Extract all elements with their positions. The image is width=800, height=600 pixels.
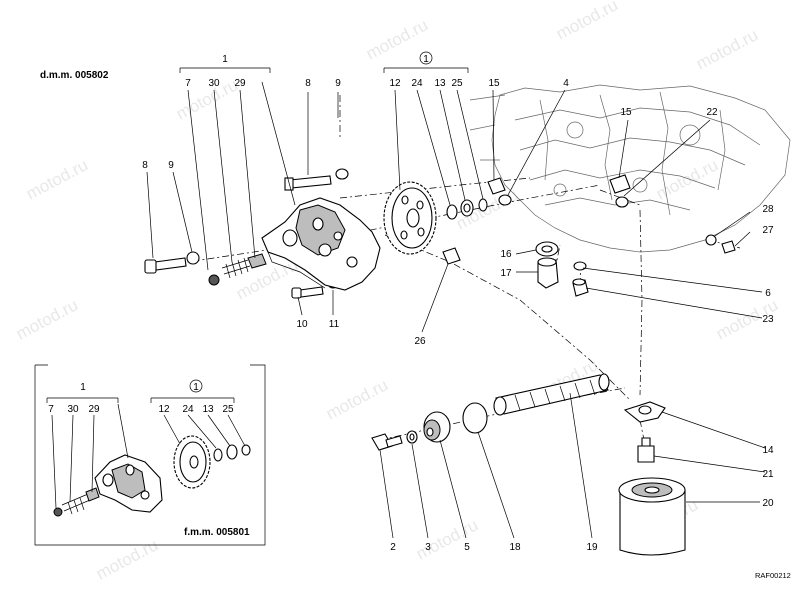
label-group-1-pump: 1 — [222, 54, 228, 65]
washer-28 — [705, 234, 717, 246]
label-inset-29: 29 — [88, 404, 100, 415]
label-7: 7 — [185, 78, 191, 89]
label-10: 10 — [296, 319, 308, 330]
label-22: 22 — [706, 107, 718, 118]
label-11: 11 — [329, 319, 340, 330]
inset-gear-12 — [173, 435, 211, 489]
label-17: 17 — [500, 268, 512, 279]
label-20: 20 — [762, 498, 774, 509]
watermark-text: motod.ru — [93, 535, 161, 583]
bolt-2 — [371, 433, 403, 451]
label-25: 25 — [451, 78, 463, 89]
plug-27 — [721, 240, 736, 254]
label-inset-7: 7 — [48, 404, 54, 415]
inset-frame — [34, 364, 266, 546]
watermark-text: motod.ru — [13, 295, 81, 343]
label-2: 2 — [390, 542, 396, 553]
label-4: 4 — [563, 78, 569, 89]
label-15-top: 15 — [488, 78, 500, 89]
gear-12 — [383, 181, 437, 255]
drawing-reference-code: RAF00212 — [755, 571, 791, 580]
inset-relief-valve — [53, 487, 100, 517]
engine-crankcase-sketch — [469, 84, 791, 253]
label-inset-group-1-gear: 1 — [193, 382, 199, 393]
label-inset-24: 24 — [182, 404, 194, 415]
nipple-21 — [637, 437, 655, 463]
watermark-text: motod.ru — [693, 25, 761, 73]
label-5: 5 — [464, 542, 470, 553]
watermark-text: motod.ru — [323, 375, 391, 423]
oil-filter-20 — [618, 477, 686, 556]
filter-adapter-14 — [623, 401, 666, 423]
oil-jet-23 — [572, 278, 589, 297]
label-inset-30: 30 — [67, 404, 79, 415]
callout-labels: 1 1 7 30 29 8 9 12 24 13 25 15 4 15 22 8… — [48, 51, 774, 553]
filter-cover-5 — [423, 411, 451, 443]
label-23: 23 — [762, 314, 774, 325]
label-26: 26 — [414, 336, 426, 347]
label-30: 30 — [208, 78, 220, 89]
label-21: 21 — [762, 469, 774, 480]
inset-washers — [213, 444, 251, 462]
label-inset-13: 13 — [202, 404, 214, 415]
bolt-8-upper — [284, 168, 349, 191]
label-inset-25: 25 — [222, 404, 234, 415]
label-16: 16 — [500, 249, 512, 260]
bushing-15-with-oring-22 — [609, 174, 631, 208]
washer-6 — [573, 261, 587, 271]
label-8-top: 8 — [305, 78, 311, 89]
label-group-1-gear: 1 — [423, 54, 429, 65]
main-assembly-code: d.m.m. 005802 — [40, 70, 109, 81]
dowel-26 — [442, 247, 461, 265]
label-9-top: 9 — [335, 78, 341, 89]
label-inset-12: 12 — [158, 404, 170, 415]
label-28: 28 — [762, 204, 774, 215]
label-8-left: 8 — [142, 160, 148, 171]
label-9-left: 9 — [168, 160, 174, 171]
oil-pump-body — [261, 197, 381, 291]
watermark-text: motod.ru — [553, 0, 621, 44]
inset-assembly-code: f.m.m. 005801 — [184, 527, 250, 538]
label-27: 27 — [762, 225, 774, 236]
bolt-8-left — [144, 251, 200, 274]
label-15-right: 15 — [620, 107, 632, 118]
filter-mesh-19 — [493, 373, 610, 416]
oring-18 — [462, 402, 488, 434]
watermark-text: motod.ru — [363, 15, 431, 63]
watermark-text: motod.ru — [233, 255, 301, 303]
label-12: 12 — [389, 78, 401, 89]
washer-3 — [406, 430, 418, 444]
label-14: 14 — [762, 445, 774, 456]
label-24: 24 — [411, 78, 423, 89]
label-inset-group-1-pump: 1 — [80, 382, 86, 393]
watermark-text: motod.ru — [413, 515, 481, 563]
watermark-text: motod.ru — [23, 155, 91, 203]
inset-pump-body — [94, 454, 163, 513]
watermark-text: motod.ru — [173, 75, 241, 123]
fitting-17 — [537, 257, 559, 289]
label-29: 29 — [234, 78, 246, 89]
leader-lines — [46, 67, 766, 539]
label-18: 18 — [509, 542, 521, 553]
relief-valve-assembly — [208, 253, 267, 286]
gear-shaft-washers — [446, 198, 488, 220]
label-3: 3 — [425, 542, 431, 553]
label-13: 13 — [434, 78, 446, 89]
bushing-15-with-oring-4 — [487, 177, 512, 206]
label-6: 6 — [765, 288, 771, 299]
label-19: 19 — [586, 542, 598, 553]
seal-washer-16 — [535, 241, 559, 257]
